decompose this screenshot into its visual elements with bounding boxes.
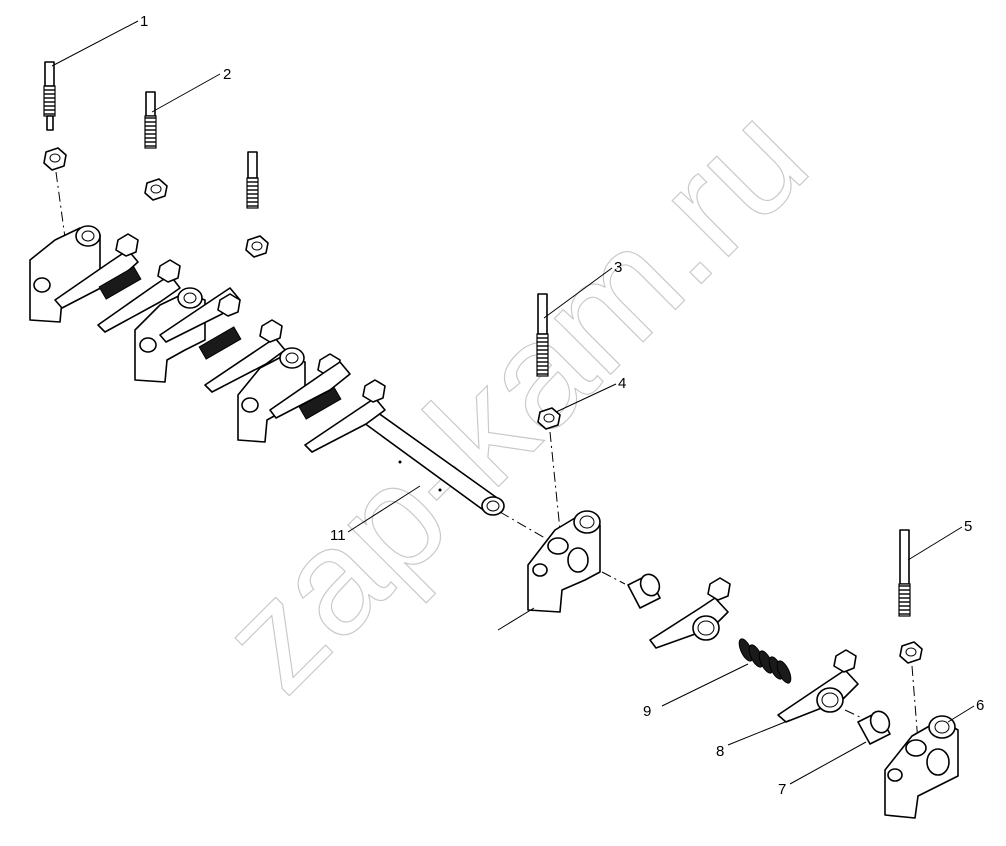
axis-line [911,665,919,743]
callout-9: 9 [643,663,749,720]
axis-line [844,709,863,719]
callout-7: 7 [778,741,867,798]
nut-1 [43,147,67,171]
end-bracket [884,715,959,819]
callout-label-2: 2 [223,66,231,83]
stud-5 [898,529,911,617]
callout-3: 3 [543,259,622,319]
support-bracket [527,510,601,613]
bushing-right [857,710,891,745]
callout-label-8: 8 [716,743,724,760]
rocker-arm-right-2 [777,649,859,723]
spring [738,638,792,684]
nut-3 [245,235,269,258]
callout-label-9: 9 [643,703,651,720]
callout-11: 11 [330,485,421,544]
callout-5: 5 [907,518,972,561]
callout-label-11: 11 [330,527,346,544]
callout-label-6: 6 [976,697,984,714]
rocker-station-3 [204,319,386,453]
nut-5 [899,641,923,664]
callout-4: 4 [555,375,626,413]
axis-line [549,431,561,531]
stud-3 [246,151,259,209]
callout-label-3: 3 [614,259,622,276]
callout-8: 8 [716,719,791,760]
nut-4 [537,407,561,430]
nut-2 [144,178,168,201]
callout-label-5: 5 [964,518,972,535]
bracket-leader [497,607,535,631]
callout-2: 2 [151,66,231,113]
callout-label-1: 1 [140,13,148,30]
callout-label-4: 4 [618,375,626,392]
rocker-station-1 [29,225,142,323]
axis-line [601,571,626,585]
callout-6: 6 [947,697,984,723]
callout-1: 1 [51,13,148,67]
stud-1 [43,61,56,131]
axis-line [55,171,67,246]
axis-line [499,511,546,539]
stud-4 [536,293,549,377]
stud-2 [144,91,157,149]
rocker-arm-right-1 [649,577,731,649]
callout-label-7: 7 [778,781,786,798]
bushing-left [627,573,661,609]
rocker-station-2 [97,259,242,383]
